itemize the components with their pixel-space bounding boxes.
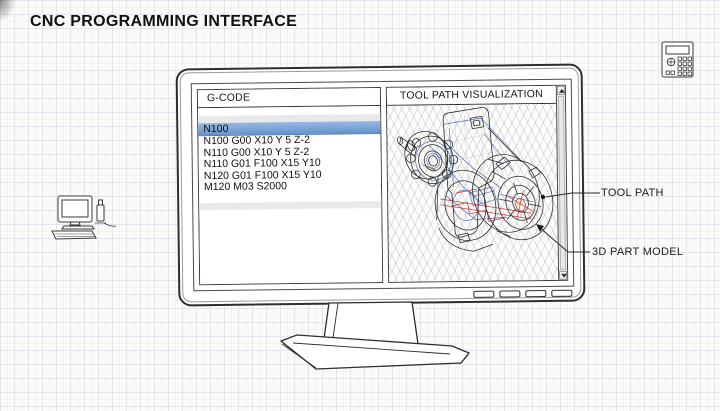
gcode-line[interactable]: M120 M03 S2000 <box>203 180 287 194</box>
callout-part-model-label: 3D PART MODEL <box>592 246 684 258</box>
scrollbar-down-arrow[interactable] <box>559 270 568 280</box>
bezel-button <box>499 290 521 298</box>
bezel-button <box>473 290 495 298</box>
bezel-button <box>551 289 573 297</box>
bezel-button <box>525 289 547 298</box>
scrollbar-thumb[interactable] <box>557 95 567 270</box>
gcode-panel: G-CODE N100 N100 G00 X10 Y 5 Z-2 N110 G0… <box>196 86 384 286</box>
computer-workstation-icon <box>51 195 117 240</box>
viz-panel: TOOL PATH VISUALIZATION <box>385 84 569 283</box>
monitor: G-CODE N100 N100 G00 X10 Y 5 Z-2 N110 G0… <box>175 63 586 307</box>
viz-panel-header: TOOL PATH VISUALIZATION <box>386 85 557 106</box>
monitor-stand <box>280 301 470 370</box>
corner-smudge <box>0 0 16 22</box>
scrollbar-up-arrow[interactable] <box>556 85 565 95</box>
gcode-list: N100 N100 G00 X10 Y 5 Z-2 N110 G00 X10 Y… <box>198 105 383 285</box>
gcode-panel-header: G-CODE <box>197 88 381 109</box>
toolpath-canvas <box>387 103 559 282</box>
callout-tool-path-label: TOOL PATH <box>601 187 664 199</box>
list-spacer <box>199 200 382 210</box>
monitor-screen: G-CODE N100 N100 G00 X10 Y 5 Z-2 N110 G0… <box>190 78 575 292</box>
page-title: CNC PROGRAMMING INTERFACE <box>30 13 298 30</box>
scrollbar[interactable] <box>555 85 568 280</box>
part-wireframe <box>397 107 554 252</box>
monitor-bezel-buttons <box>473 289 573 298</box>
cnc-controller-icon <box>661 41 694 78</box>
